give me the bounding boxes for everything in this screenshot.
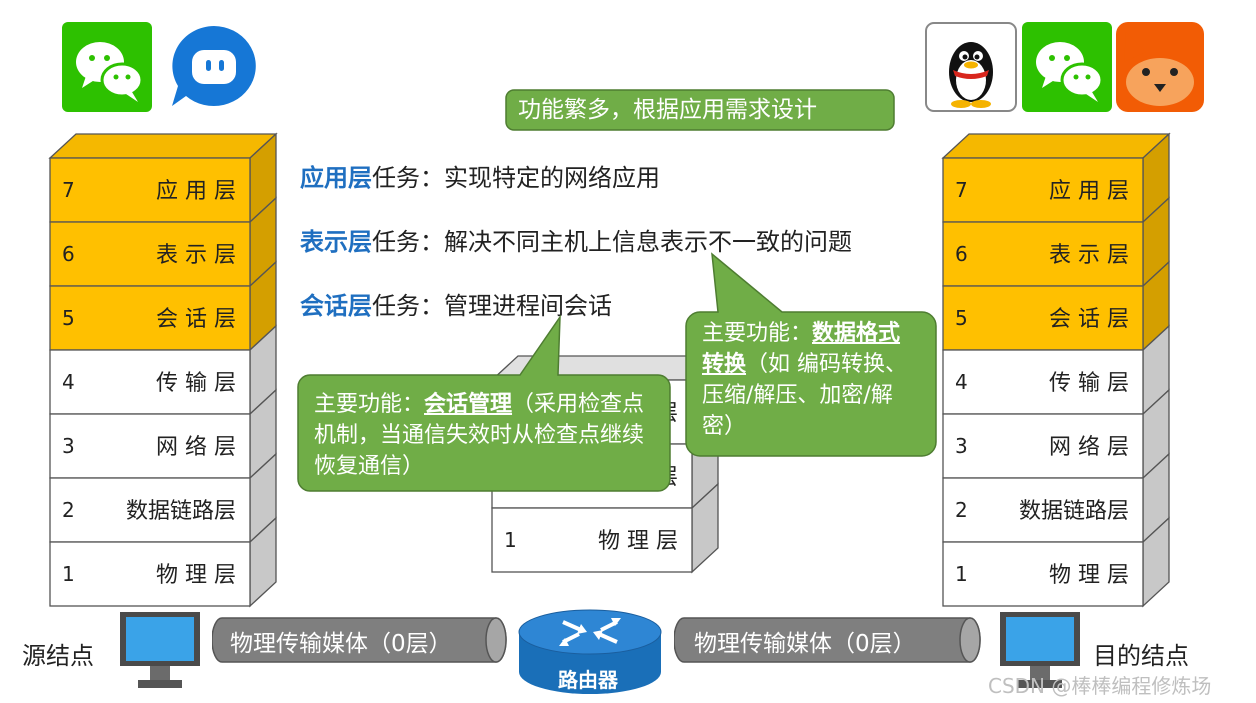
router-label: 路由器	[558, 664, 618, 693]
callout-presentation-text: 主要功能：数据格式转换（如 编码转换、压缩/解压、加密/解密）	[702, 318, 912, 442]
watermark: CSDN @棒棒编程修炼场	[988, 670, 1211, 699]
source-computer-icon	[118, 610, 202, 694]
media-left-label: 物理传输媒体（0层）	[230, 624, 452, 658]
dest-node-label: 目的结点	[1093, 636, 1189, 671]
callout-app-text: 功能繁多，根据应用需求设计	[518, 95, 817, 126]
media-right-label: 物理传输媒体（0层）	[694, 624, 916, 658]
callout-session-text: 主要功能：会话管理（采用检查点机制，当通信失效时从检查点继续恢复通信）	[314, 389, 654, 482]
source-node-label: 源结点	[22, 636, 94, 671]
